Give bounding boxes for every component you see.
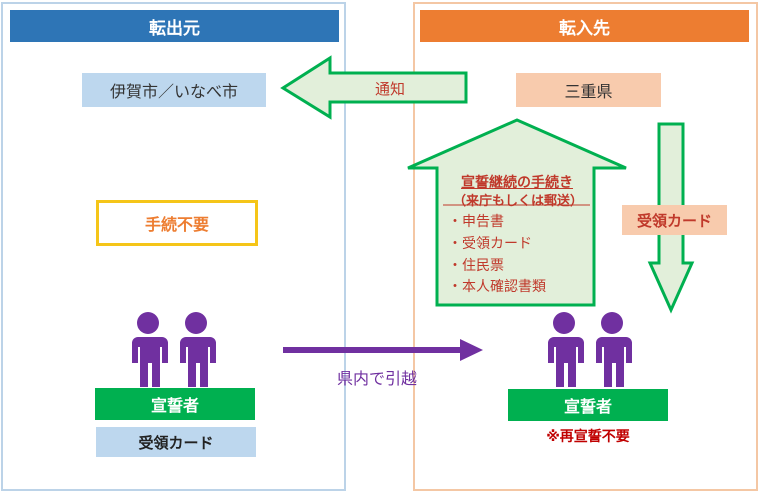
oath-label-left: 宣誓者 — [95, 388, 255, 420]
two-people-icon — [132, 312, 216, 387]
card-label-right: 受領カード — [622, 205, 727, 235]
transfer-in-header: 転入先 — [420, 10, 749, 42]
city-label: 伊賀市／いなべ市 — [82, 73, 266, 107]
house-item: ・申告書 — [448, 214, 504, 230]
house-title: 宣誓継続の手続き — [461, 175, 573, 191]
house-item: ・本人確認書類 — [448, 279, 546, 295]
card-label-left: 受領カード — [96, 427, 256, 457]
procedure-house — [407, 118, 627, 307]
two-people-icon — [548, 312, 632, 387]
transfer-out-panel — [1, 2, 346, 491]
no-reoath-note: ※再宣誓不要 — [546, 429, 630, 445]
transfer-in-panel — [413, 2, 758, 491]
no-procedure-box: 手続不要 — [96, 200, 258, 246]
house-item: ・住民票 — [448, 258, 504, 274]
prefecture-label: 三重県 — [516, 73, 661, 107]
house-subtitle: （来庁もしくは郵送） — [452, 194, 583, 209]
oath-label-right: 宣誓者 — [508, 389, 668, 421]
move-label: 県内で引越 — [336, 369, 417, 388]
notify-label: 通知 — [374, 79, 405, 98]
notify-arrow — [280, 55, 468, 120]
house-item: ・受領カード — [448, 236, 532, 252]
transfer-out-header: 転出元 — [10, 10, 339, 42]
move-arrow — [283, 339, 483, 361]
